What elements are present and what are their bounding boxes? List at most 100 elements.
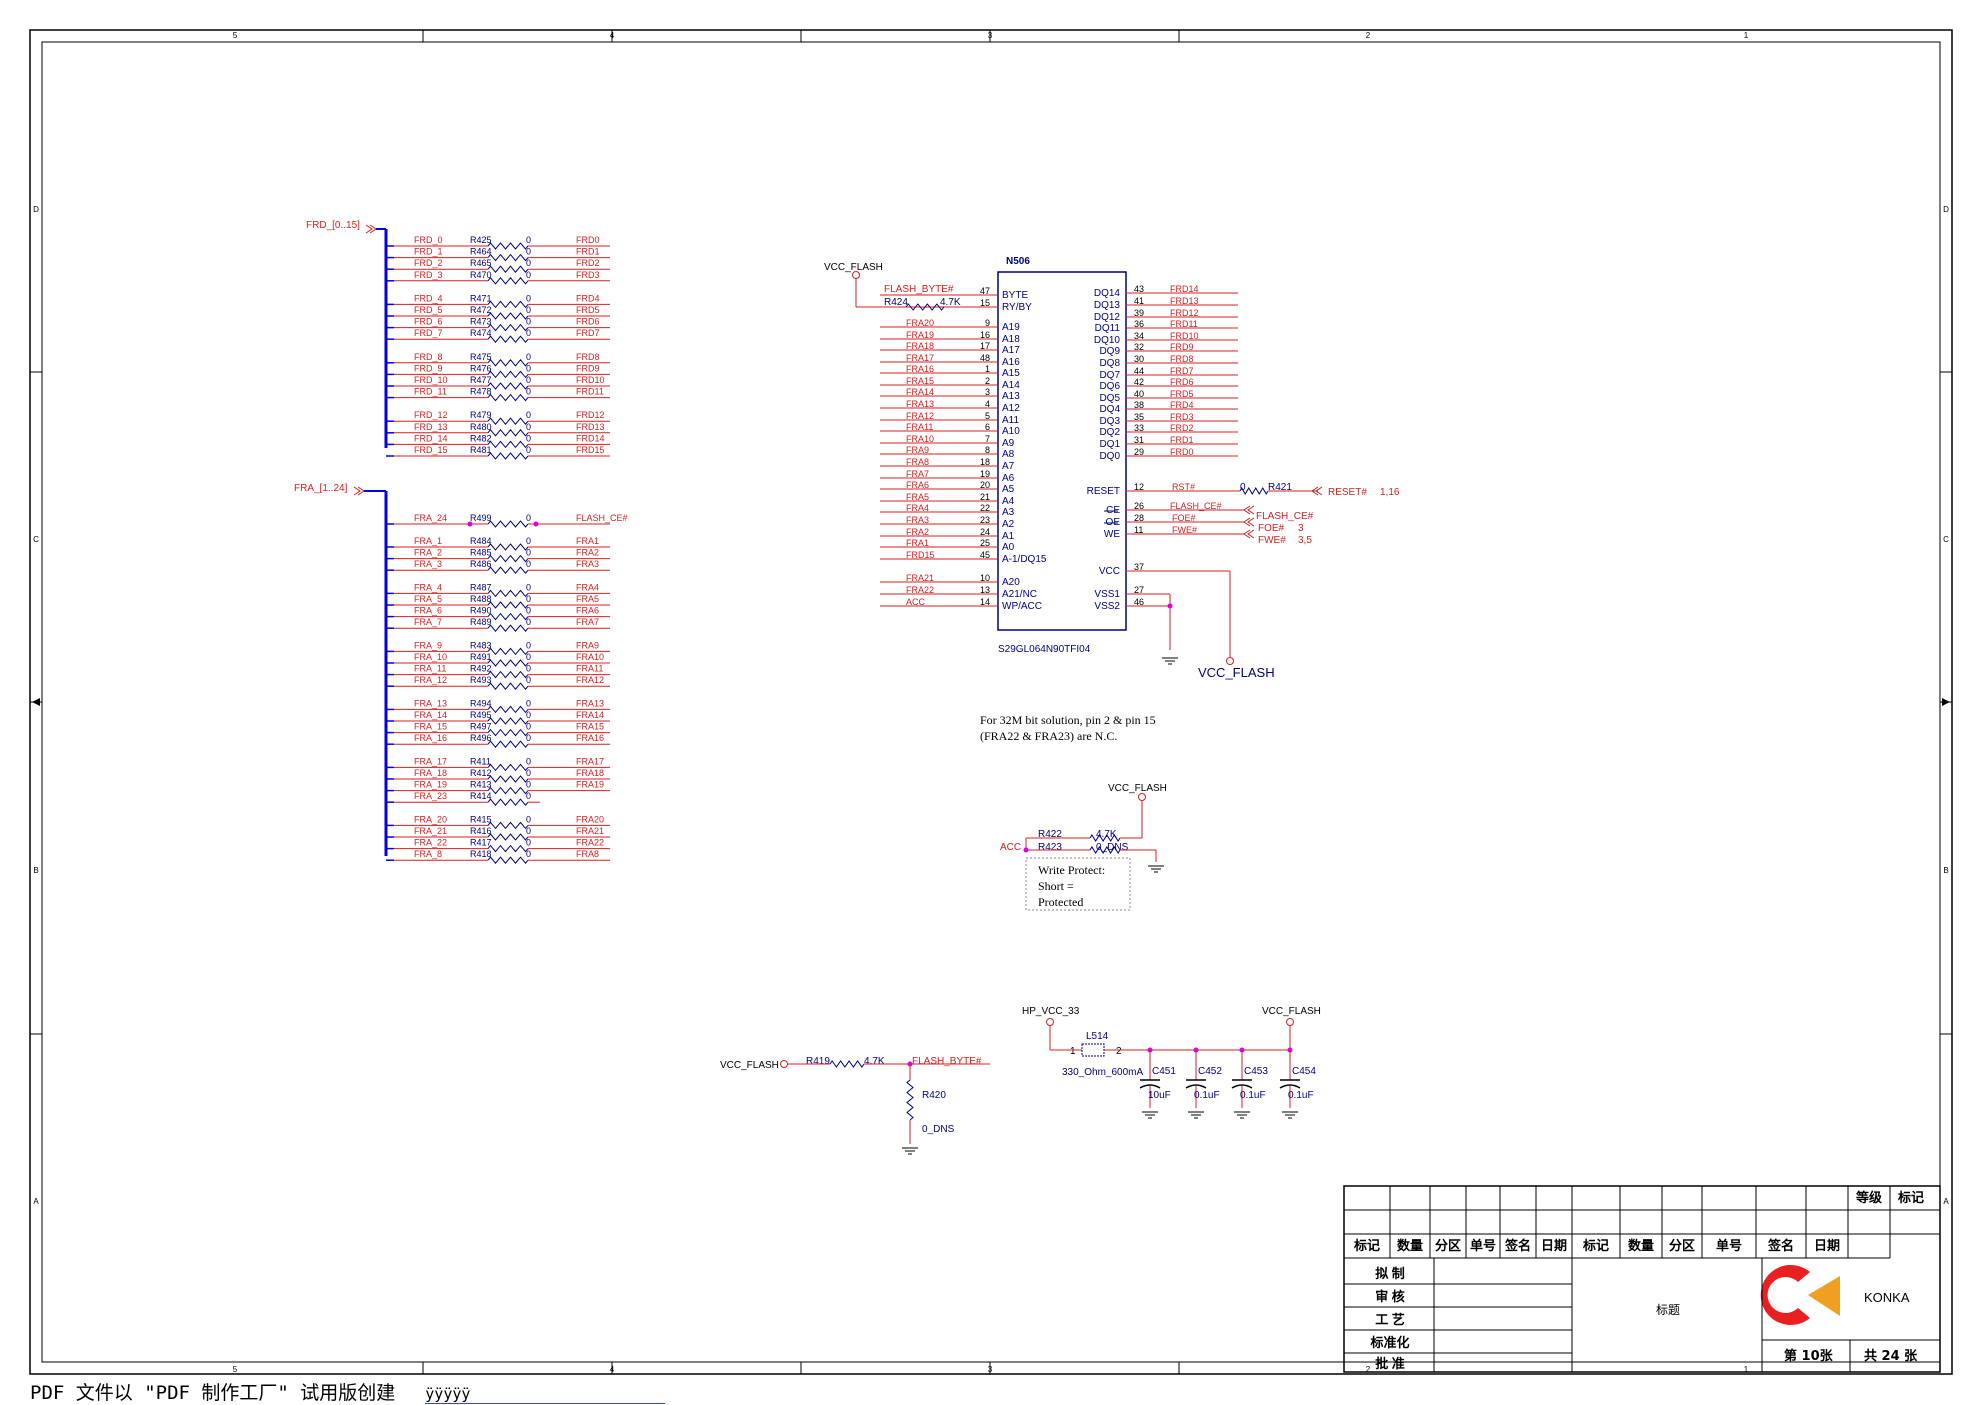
chip-left-pin-name: A-1/DQ15 <box>1002 554 1047 565</box>
bus-row-left-net: FRD_9 <box>414 363 443 373</box>
pwr-cap-ground <box>1234 1111 1250 1119</box>
chip-left-pin-num: 9 <box>985 318 990 328</box>
chip-right-pin-num: 31 <box>1134 435 1144 445</box>
chip-left-pin-name: A13 <box>1002 391 1020 402</box>
bus-row-right-net: FRA12 <box>576 675 604 685</box>
chip-left-pin-name: A7 <box>1002 461 1015 472</box>
bus-row-val: 0 <box>526 548 531 558</box>
bus-row-val: 0 <box>526 791 531 801</box>
chip-right-pin-net: FRD10 <box>1170 331 1199 341</box>
bus-row-right-net: FRA19 <box>576 780 604 790</box>
bus-row-val: 0 <box>526 270 531 280</box>
bus-row-left-net: FRA_23 <box>414 791 447 801</box>
bus-row-ref: R472 <box>470 305 492 315</box>
bus-row-val: 0 <box>526 375 531 385</box>
bus-row-right-net: FRA13 <box>576 698 604 708</box>
wp-note-box <box>1025 857 1131 911</box>
wp-r2-resistor <box>1089 846 1121 854</box>
chip-left-pin-name: A9 <box>1002 438 1015 449</box>
chip-right-pin-name: DQ10 <box>1094 335 1121 346</box>
chip-left-pin-net: FRA15 <box>906 376 934 386</box>
bus-row-left-net: FRA_19 <box>414 780 447 790</box>
chip-left-pin-name: A15 <box>1002 368 1020 379</box>
bus-row-left-net: FRA_7 <box>414 617 442 627</box>
bus-row-val: 0 <box>526 594 531 604</box>
chip-left-pin-net: FRA22 <box>906 585 934 595</box>
bus-row-right-net: FRA5 <box>576 594 599 604</box>
byte-r2-resistor <box>906 1079 914 1121</box>
bus-row-val: 0 <box>526 536 531 546</box>
frd-bus-arrow <box>365 224 377 234</box>
chip-left-pin-net: FRA14 <box>906 387 934 397</box>
chip-right-pin-num: 38 <box>1134 400 1144 410</box>
chip-left-pin-num: 45 <box>980 550 990 560</box>
chip-right-pin-num: 44 <box>1134 366 1144 376</box>
bus-row-val: 0 <box>526 352 531 362</box>
zone-right-3: A <box>1943 1197 1949 1206</box>
chip-right-pin-name: DQ1 <box>1099 439 1120 450</box>
bus-row-left-net: FRD_11 <box>414 387 447 397</box>
chip-right-pin-num: 33 <box>1134 423 1144 433</box>
bus-row-right-net: FRD6 <box>576 317 600 327</box>
bus-row-resistor <box>487 429 529 437</box>
chip-right-pin-num: 39 <box>1134 308 1144 318</box>
bus-row-ref: R425 <box>470 235 492 245</box>
reset-res-val: 0 <box>1240 482 1246 493</box>
tb-header-cell: 分区 <box>1669 1238 1695 1253</box>
bus-row-resistor <box>487 763 529 772</box>
pwr-dst-port <box>1286 1018 1294 1026</box>
bus-row-left-net: FRD_13 <box>414 422 448 432</box>
bus-row-resistor <box>487 821 529 830</box>
zone-top-4: 1 <box>1744 31 1749 40</box>
bus-row-resistor <box>487 312 529 320</box>
note-line2: (FRA22 & FRA23) are N.C. <box>980 729 1117 743</box>
footer-link[interactable]: ÿÿÿÿÿ <box>425 1385 666 1404</box>
power-filter-block: HP_VCC_33 VCC_FLASH L514 330_Ohm_600mA 1… <box>1022 1006 1321 1119</box>
chip-left-pin-net: FRA13 <box>906 399 934 409</box>
wp-r1-ref: R422 <box>1038 829 1062 840</box>
bus-row-ref: R478 <box>470 387 492 397</box>
bus-row-ref: R414 <box>470 791 492 801</box>
bus-row-ref: R495 <box>470 710 492 720</box>
bus-row-right-net: FRA16 <box>576 733 604 743</box>
ce-port: FLASH_CE# <box>1256 511 1314 522</box>
chip-right-pin-net: FRD4 <box>1170 400 1194 410</box>
bus-row-left-net: FRD_4 <box>414 293 443 303</box>
chip-left-pin-num: 47 <box>980 286 990 296</box>
bus-row-left-net: FRA_12 <box>414 675 447 685</box>
chip-left-pin-net: FRA8 <box>906 457 929 467</box>
chip-vcc-bottom-label: VCC_FLASH <box>1198 665 1275 680</box>
chip-right-pin-num: 34 <box>1134 331 1144 341</box>
chip-left-pin-net: FRA16 <box>906 364 934 374</box>
bus-row-left-net: FRD_15 <box>414 445 448 455</box>
chip-left-pin-name: A8 <box>1002 449 1015 460</box>
tb-header-cell: 日期 <box>1541 1238 1567 1253</box>
bus-row-left-net: FRA_5 <box>414 594 442 604</box>
chip-right-pin-net: FRD11 <box>1170 319 1198 329</box>
chip-left-pin-name: WP/ACC <box>1002 601 1042 612</box>
chip-left-pin-num: 25 <box>980 538 990 548</box>
wp-ground <box>1148 865 1164 873</box>
chip-right-pin-name: DQ4 <box>1099 404 1120 415</box>
tb-header-cell: 标记 <box>1582 1238 1609 1253</box>
chip-left-pin-name: A5 <box>1002 484 1015 495</box>
chip-left-pin-num: 16 <box>980 330 990 340</box>
bus-row-resistor <box>487 382 529 390</box>
bus-row-left-net: FRA_13 <box>414 698 447 708</box>
bus-row-val: 0 <box>526 617 531 627</box>
footer-text: PDF 文件以 "PDF 制作工厂" 试用版创建 <box>30 1382 396 1404</box>
chip-right-pin-name: VCC <box>1099 566 1120 577</box>
chip-left-pin-num: 7 <box>985 434 990 444</box>
bus-row-resistor <box>487 589 529 598</box>
reset-res-ref: R421 <box>1268 482 1292 493</box>
bus-row-ref: R481 <box>470 445 492 455</box>
tb-sheet: 第 10张 <box>1784 1348 1834 1364</box>
pwr-pin1: 1 <box>1070 1046 1076 1057</box>
chip-left-pin-num: 13 <box>980 585 990 595</box>
pwr-ind-val: 330_Ohm_600mA <box>1062 1067 1143 1078</box>
bus-row-right-net: FRA14 <box>576 710 604 720</box>
bus-row-resistor <box>487 786 529 795</box>
chip-left-pin-num: 18 <box>980 457 990 467</box>
bus-row-ref: R474 <box>470 328 492 338</box>
chip-right-pin-name: DQ7 <box>1099 370 1120 381</box>
